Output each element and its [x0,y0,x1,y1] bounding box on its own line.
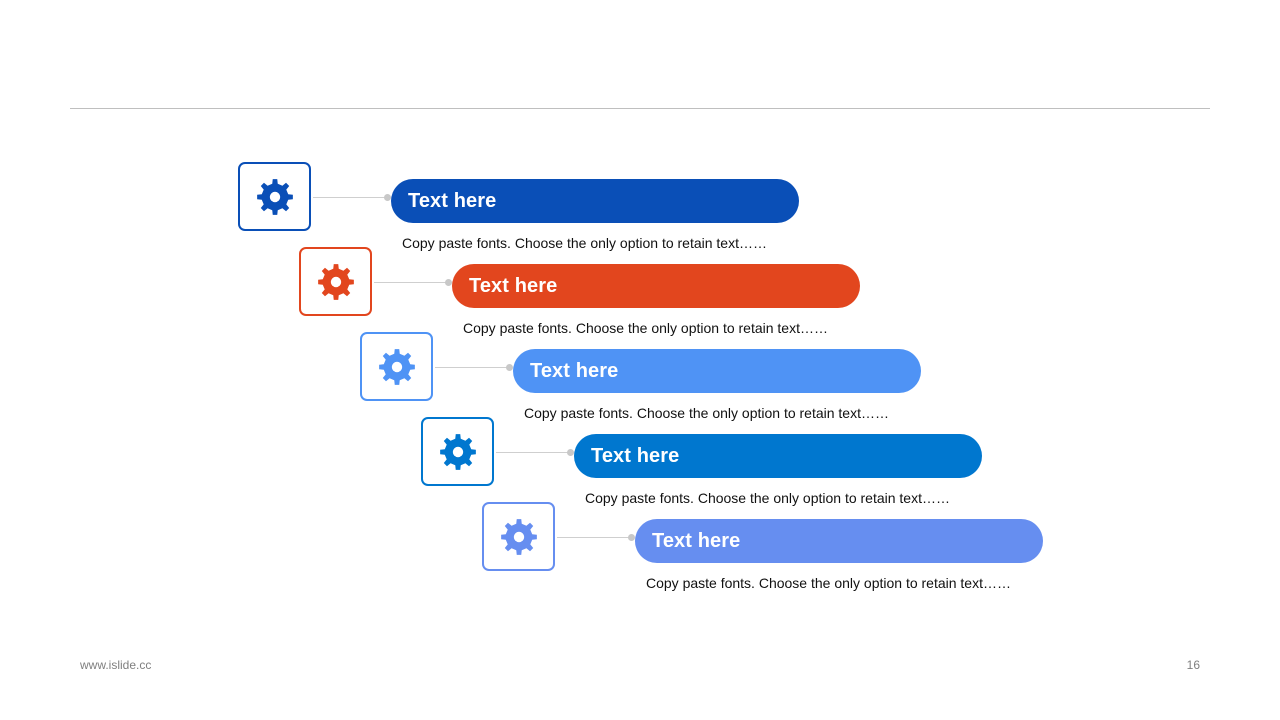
gear-hole [269,191,280,202]
step-4-title: Text here [591,444,680,467]
step-3-title-pill: Text here [513,349,921,393]
step-3: Text here Copy paste fonts. Choose the o… [360,332,1180,422]
step-3-icon-box [360,332,433,401]
step-4-icon-box [421,417,494,486]
gear-icon [500,518,537,555]
top-divider [70,108,1210,109]
step-4-connector-dot [567,449,574,456]
gear-hole [513,531,524,542]
gear-icon [256,178,293,215]
gear-icon [317,263,354,300]
gear-hole [452,446,463,457]
step-3-connector-dot [506,364,513,371]
step-3-connector [435,367,510,368]
step-3-description: Copy paste fonts. Choose the only option… [524,405,889,421]
step-5-connector [557,537,632,538]
step-1: Text here Copy paste fonts. Choose the o… [238,162,1058,252]
step-1-title: Text here [408,189,497,212]
step-2-connector [374,282,449,283]
step-2-title: Text here [469,274,558,297]
gear-icon [439,433,476,470]
gear-hole [330,276,341,287]
step-3-title: Text here [530,359,619,382]
step-5-icon-box [482,502,555,571]
step-4-title-pill: Text here [574,434,982,478]
step-1-title-pill: Text here [391,179,799,223]
step-5-connector-dot [628,534,635,541]
step-5: Text here Copy paste fonts. Choose the o… [482,502,1280,592]
step-2-description: Copy paste fonts. Choose the only option… [463,320,828,336]
step-1-description: Copy paste fonts. Choose the only option… [402,235,767,251]
step-1-icon-box [238,162,311,231]
step-2-icon-box [299,247,372,316]
step-4-connector [496,452,571,453]
step-4-description: Copy paste fonts. Choose the only option… [585,490,950,506]
step-4: Text here Copy paste fonts. Choose the o… [421,417,1241,507]
step-2-title-pill: Text here [452,264,860,308]
page-number: 16 [1186,658,1200,672]
step-5-title-pill: Text here [635,519,1043,563]
step-1-connector-dot [384,194,391,201]
gear-icon [378,348,415,385]
step-2: Text here Copy paste fonts. Choose the o… [299,247,1119,337]
step-5-title: Text here [652,529,741,552]
step-2-connector-dot [445,279,452,286]
gear-hole [391,361,402,372]
footer-website: www.islide.cc [80,658,152,672]
step-1-connector [313,197,388,198]
step-5-description: Copy paste fonts. Choose the only option… [646,575,1011,591]
